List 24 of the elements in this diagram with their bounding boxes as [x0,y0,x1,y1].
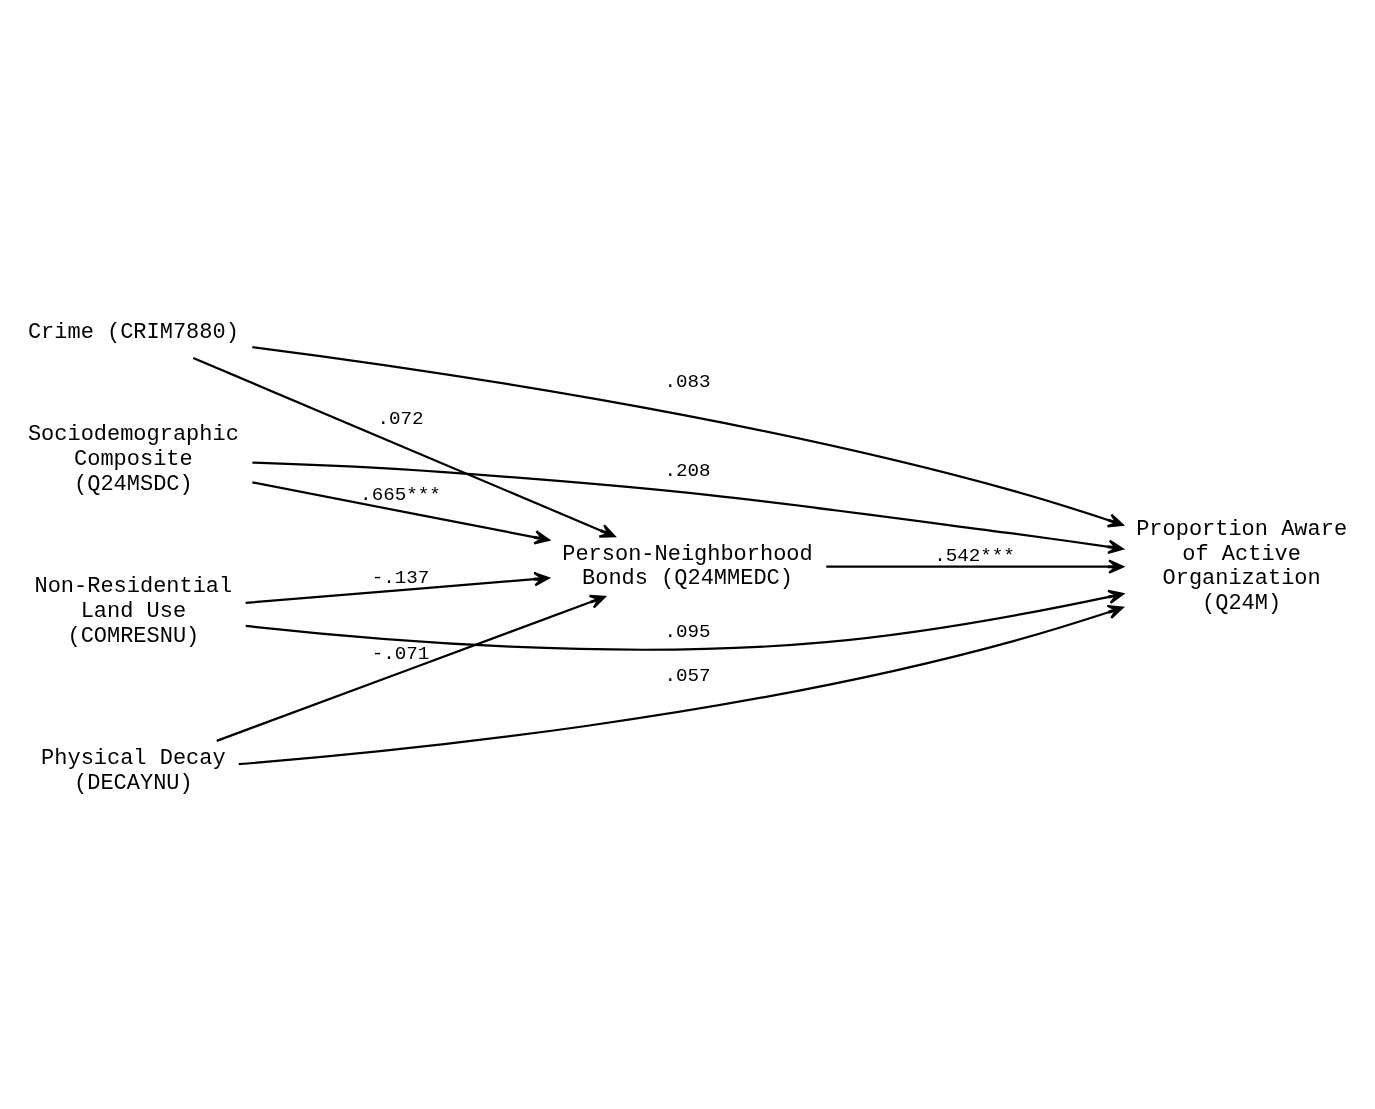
edge-label: .665*** [360,483,441,506]
edge-label: .057 [664,664,711,687]
arrow [826,558,1124,574]
node-text: Person-Neighborhood Bonds (Q24MMEDC) [562,541,813,591]
edge-label: .072 [377,407,424,430]
arrow [245,571,550,604]
edge-label: .208 [664,459,711,482]
node-text: Crime (CRIM7880) [27,319,239,345]
node-text: Sociodemographic Composite (Q24MSDC) [27,421,239,496]
edge-label: .542*** [934,544,1015,567]
arrow [252,480,550,545]
edge-label: .083 [664,370,711,393]
arrow [252,461,1124,554]
arrow [216,594,606,742]
arrow [238,604,1124,765]
edge-label: .095 [664,620,711,643]
node-text: Non-Residential Land Use (COMRESNU) [34,573,233,649]
arrow [252,345,1124,527]
edge-label: -.071 [371,642,430,665]
arrow [245,589,1124,651]
edge-label: -.137 [371,566,430,589]
node-text: Physical Decay (DECAYNU) [41,745,226,796]
node-text: Proportion Aware of Active Organization (Q24M) [1136,516,1348,616]
arrow [192,356,616,538]
